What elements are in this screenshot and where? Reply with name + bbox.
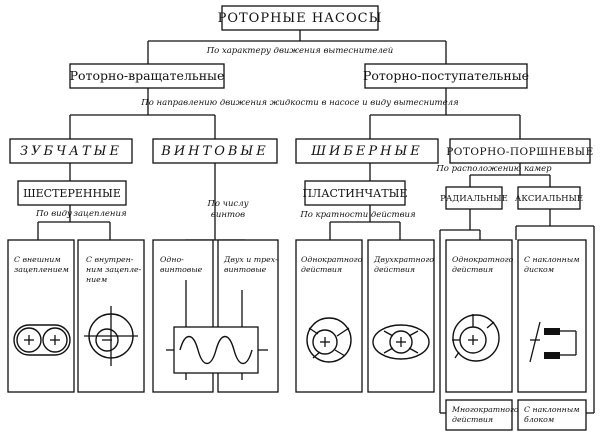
leaf-external-1: С внешним <box>14 255 61 264</box>
diagram-title: РОТОРНЫЕ НАСОСЫ <box>218 11 383 26</box>
leaf-internal-3: нием <box>86 275 107 284</box>
leaf-external-2: зацеплением <box>14 265 69 274</box>
leaf-double-act-1: Двухкратного <box>373 255 434 264</box>
rotary-box <box>69 63 225 89</box>
gear-box <box>9 138 133 164</box>
single-vane-icon <box>306 317 352 363</box>
leaf-box-external <box>7 239 75 393</box>
axial-piston-icon <box>529 321 577 363</box>
leaf-box-vane-double <box>367 239 435 393</box>
leaf-multi-act-1: Многократного <box>451 405 519 414</box>
leaf-radial-single-1: Однократного <box>452 255 514 264</box>
external-gear-icon <box>13 324 71 356</box>
leaf-single-act-1: Однократного <box>301 255 363 264</box>
double-vane-icon <box>372 324 430 360</box>
title-box <box>221 5 379 31</box>
edge-label-mesh-1: По виду <box>35 209 72 219</box>
node-axial: АКСИАЛЬНЫЕ <box>515 194 583 204</box>
node-gear-sub: ШЕСТЕРЕННЫЕ <box>23 187 121 200</box>
node-rotary: Роторно-вращательные <box>70 68 225 83</box>
axial-box <box>517 186 581 210</box>
edge-label-screws-2: винтов <box>211 210 245 220</box>
leaf-box-multi-act <box>445 399 513 431</box>
leaf-box-radial <box>445 239 513 393</box>
leaf-inclined-disc-2: диском <box>524 265 554 274</box>
node-radial: РАДИАЛЬНЫЕ <box>440 194 508 204</box>
edge-label-flow: По направлению движения жидкости в насос… <box>140 98 459 108</box>
screw-box <box>152 138 278 164</box>
plate-sub-box <box>304 180 406 206</box>
leaf-single-act-2: действия <box>301 265 342 274</box>
leaf-box-axial <box>517 239 587 393</box>
vane-box <box>295 138 439 164</box>
node-plate-sub: ПЛАСТИНЧАТЫЕ <box>302 187 407 200</box>
node-screw: ВИНТОВЫЕ <box>160 144 268 159</box>
leaf-box-vane-single <box>295 239 363 393</box>
leaf-inclined-block-2: блоком <box>524 415 554 424</box>
edge-label-mesh-2: зацепления <box>73 209 127 219</box>
node-gear: ЗУБЧАТЫЕ <box>20 144 122 159</box>
leaf-multi-screw-2: винтовые <box>224 265 267 274</box>
leaf-internal-1: С внутрен- <box>86 255 134 264</box>
node-piston: РОТОРНО-ПОРШНЕВЫЕ <box>446 146 594 158</box>
leaf-double-act-2: действия <box>374 265 415 274</box>
radial-piston-icon <box>452 314 500 362</box>
piston-box <box>449 138 591 164</box>
edge-label-screws-1: По числу <box>206 199 248 209</box>
radial-box <box>445 186 503 210</box>
node-vane: ШИБЕРНЫЕ <box>310 144 423 159</box>
leaf-box-inclined-block <box>517 399 587 431</box>
leaf-inclined-block-1: С наклонным <box>524 405 580 414</box>
translational-box <box>364 63 528 89</box>
internal-gear-icon <box>84 306 138 366</box>
edge-label-motion: По характеру движения вытеснителей <box>206 46 394 56</box>
connectors <box>37 30 595 414</box>
leaf-one-screw-2: винтовые <box>160 265 203 274</box>
screw-pump-icon <box>166 280 268 380</box>
leaf-inclined-disc-1: С наклонным <box>524 255 580 264</box>
leaf-one-screw-1: Одно- <box>160 255 184 264</box>
node-translational: Роторно-поступательные <box>363 68 529 83</box>
gear-sub-box <box>17 180 127 206</box>
edge-label-chambers: По расположению камер <box>435 164 552 174</box>
leaf-multi-screw-1: Двух и трех- <box>223 255 278 264</box>
leaf-multi-act-2: действия <box>452 415 493 424</box>
leaf-radial-single-2: действия <box>452 265 493 274</box>
leaf-internal-2: ним зацепле- <box>86 265 142 274</box>
edge-label-multiplicity: По кратности действия <box>299 210 416 220</box>
